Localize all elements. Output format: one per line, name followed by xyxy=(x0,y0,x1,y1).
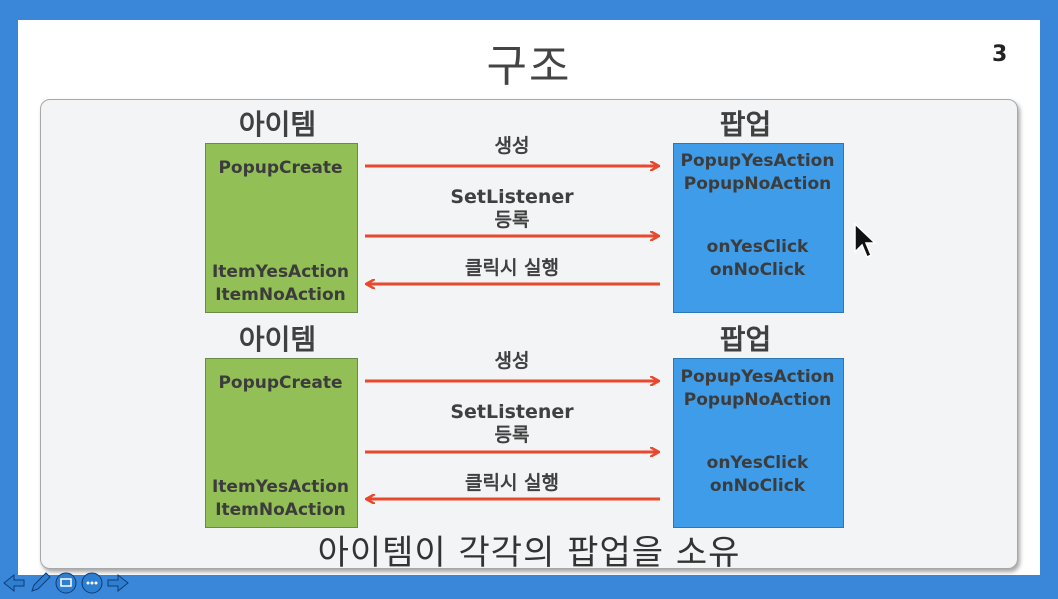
arrow-click-label: 클릭시 실행 xyxy=(464,472,559,494)
previous-slide-icon[interactable] xyxy=(2,571,26,595)
popup-heading: 팝업 xyxy=(719,108,772,141)
popup-box-top-label-1: PopupYesAction xyxy=(680,151,835,171)
more-options-icon[interactable] xyxy=(80,571,104,595)
item-box xyxy=(205,143,358,313)
pen-icon[interactable] xyxy=(28,571,52,595)
diagram-1-arrows xyxy=(365,166,660,284)
arrow-create-label: 생성 xyxy=(494,135,530,157)
item-box-bottom-label-2: ItemNoAction xyxy=(215,500,346,520)
arrow-setlistener-label-2: 등록 xyxy=(494,424,530,446)
popup-box-top-label-2: PopupNoAction xyxy=(683,390,832,410)
item-heading: 아이템 xyxy=(238,323,317,356)
item-heading: 아이템 xyxy=(238,108,317,141)
popup-box xyxy=(673,143,844,313)
popup-heading: 팝업 xyxy=(719,323,772,356)
arrow-setlistener-label-1: SetListener xyxy=(450,401,574,423)
arrow-setlistener-label-1: SetListener xyxy=(450,186,574,208)
popup-box xyxy=(673,358,844,528)
popup-box-top-label-2: PopupNoAction xyxy=(683,174,832,194)
item-box-bottom-label-1: ItemYesAction xyxy=(211,262,350,282)
popup-box-bottom-label-2: onNoClick xyxy=(709,260,806,280)
item-box xyxy=(205,358,358,528)
popup-box-bottom-label-2: onNoClick xyxy=(709,476,806,496)
diagram-2-arrows xyxy=(365,381,660,499)
popup-box-bottom-label-1: onYesClick xyxy=(706,453,809,473)
item-box-top-label: PopupCreate xyxy=(218,158,343,178)
popup-box-top-label-1: PopupYesAction xyxy=(680,367,835,387)
popup-box-bottom-label-1: onYesClick xyxy=(706,237,809,257)
page-number: 3 xyxy=(992,42,1008,67)
arrow-create-label: 생성 xyxy=(494,350,530,372)
arrow-click-label: 클릭시 실행 xyxy=(464,257,559,279)
item-box-top-label: PopupCreate xyxy=(218,373,343,393)
content-panel xyxy=(40,99,1018,569)
slide-view-icon[interactable] xyxy=(54,571,78,595)
slide-caption: 아이템이 각각의 팝업을 소유 xyxy=(317,533,741,573)
mouse-cursor-icon xyxy=(854,222,877,259)
slide-title: 구조 xyxy=(486,41,572,92)
arrow-setlistener-label-2: 등록 xyxy=(494,209,530,231)
item-box-bottom-label-2: ItemNoAction xyxy=(215,285,346,305)
item-box-bottom-label-1: ItemYesAction xyxy=(211,477,350,497)
next-slide-icon[interactable] xyxy=(106,571,130,595)
